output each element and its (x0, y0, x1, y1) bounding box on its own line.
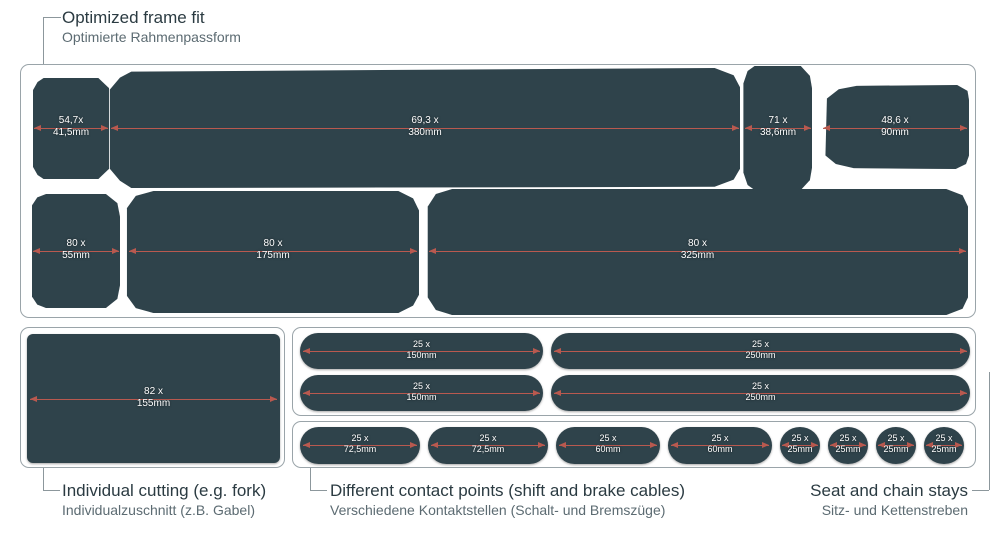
cable-piece-1[interactable] (300, 333, 543, 369)
callout-optimized-frame-fit-en: Optimized frame fit (62, 8, 205, 27)
frame-piece-4[interactable] (825, 85, 969, 169)
callout-contact-points-en: Different contact points (shift and brak… (330, 481, 685, 500)
callout-individual-cutting-en: Individual cutting (e.g. fork) (62, 481, 267, 500)
cable-piece-2[interactable] (551, 333, 970, 369)
panel-fork-piece: 82 x 155mm (20, 327, 285, 468)
frame-piece-3[interactable] (743, 66, 812, 190)
stay-piece-7[interactable] (876, 427, 916, 464)
callout-individual-cutting: Individual cutting (e.g. fork) Individua… (62, 481, 266, 519)
callout-seat-chain-stays: Seat and chain stays Sitz- und Kettenstr… (810, 481, 968, 519)
stay-piece-6[interactable] (828, 427, 868, 464)
callout-optimized-frame-fit: Optimized frame fit Optimierte Rahmenpas… (62, 8, 241, 46)
callout-seat-chain-stays-en: Seat and chain stays (810, 481, 968, 500)
frame-piece-2[interactable] (109, 68, 740, 188)
leader-line-optimized-frame-fit (43, 17, 61, 18)
stay-piece-4[interactable] (668, 427, 772, 464)
stay-piece-3[interactable] (556, 427, 660, 464)
panel-cable-contact-points: 25 x 150mm 25 x 250mm 25 x 150mm (292, 327, 976, 416)
callout-contact-points-de: Verschiedene Kontaktstellen (Schalt- und… (330, 502, 666, 518)
callout-contact-points: Different contact points (shift and brak… (330, 481, 685, 519)
callout-seat-chain-stays-de: Sitz- und Kettenstreben (821, 502, 968, 518)
cable-piece-3[interactable] (300, 375, 543, 411)
leader-line-seat-chain-stays (972, 490, 989, 491)
leader-line-contact-points (310, 490, 327, 491)
stay-piece-5[interactable] (780, 427, 820, 464)
cable-piece-4[interactable] (551, 375, 970, 411)
stay-piece-8[interactable] (924, 427, 964, 464)
leader-line-individual-cutting-vertical (43, 468, 44, 490)
leader-line-optimized-frame-fit-vertical (43, 17, 44, 64)
callout-optimized-frame-fit-de: Optimierte Rahmenpassform (62, 29, 241, 45)
frame-piece-5[interactable] (32, 194, 120, 308)
leader-line-seat-chain-stays-vertical (989, 372, 990, 490)
fork-piece[interactable] (27, 334, 280, 463)
stay-piece-2[interactable] (428, 427, 548, 464)
frame-piece-7[interactable] (427, 189, 968, 315)
panel-frame-pieces: 54,7x 41,5mm 69,3 x 380mm 71 x 38,6mm (20, 64, 976, 318)
frame-piece-6[interactable] (126, 191, 419, 313)
callout-individual-cutting-de: Individualzuschnitt (z.B. Gabel) (62, 502, 255, 518)
frame-piece-1[interactable] (33, 78, 109, 179)
leader-line-contact-points-vertical (310, 468, 311, 490)
panel-seat-chain-stays: 25 x 72,5mm 25 x 72,5mm 25 x 60mm (292, 421, 976, 468)
leader-line-individual-cutting (43, 490, 60, 491)
stay-piece-1[interactable] (300, 427, 420, 464)
